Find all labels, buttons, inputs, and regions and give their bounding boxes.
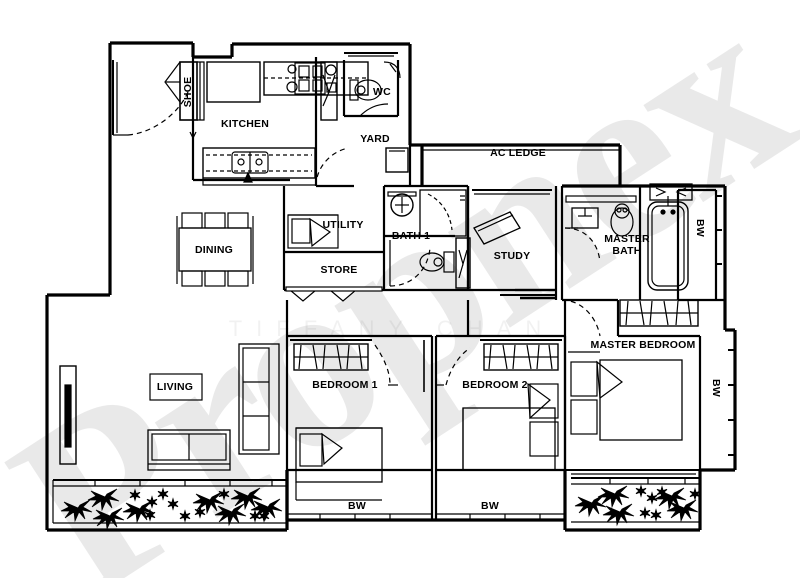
room-label-bw-bedroom-2: BW [481,499,499,512]
room-label-dining: DINING [195,243,233,256]
room-label-shoe: SHOE [181,76,194,108]
room-label-wc: WC [373,85,391,98]
room-label-store: STORE [320,263,358,276]
room-label-study: STUDY [493,249,531,262]
room-label-ac-ledge: AC LEDGE [490,146,546,159]
room-label-master-bedroom: MASTER BEDROOM [590,338,696,351]
room-label-bw-master-bath: BW [694,219,707,237]
room-label-bw-master-bed: BW [710,379,723,397]
room-label-bedroom-1: BEDROOM 1 [312,378,378,391]
room-label-kitchen: KITCHEN [220,117,270,130]
room-label-bath-1: BATH 1 [391,229,431,242]
room-label-living: LIVING [156,380,194,393]
room-label-bw-bedroom-1: BW [348,499,366,512]
room-label-bedroom-2: BEDROOM 2 [462,378,528,391]
room-label-master-bath: MASTER BATH [604,232,650,257]
planter-foliage-right [574,485,701,526]
room-label-yard: YARD [360,132,390,145]
room-label-utility: UTILITY [322,218,364,231]
